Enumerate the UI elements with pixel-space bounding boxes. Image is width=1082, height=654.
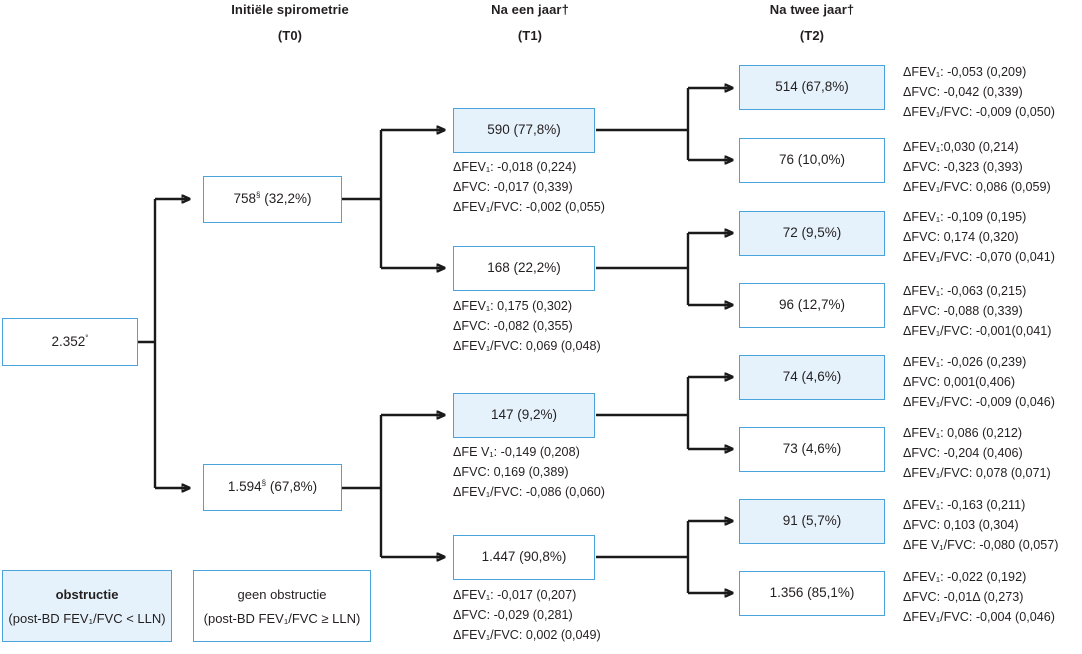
stats-line: ΔFEV₁: -0,053 (0,209)	[903, 65, 1027, 79]
stats-line: ΔFEV₁: -0,018 (0,224)	[453, 160, 577, 174]
stats-line: ΔFEV₁: -0,022 (0,192)	[903, 570, 1027, 584]
stats-t2-1: ΔFEV₁: -0,053 (0,209) ΔFVC: -0,042 (0,33…	[903, 63, 1055, 123]
stats-line: ΔFEV₁: -0,109 (0,195)	[903, 210, 1027, 224]
column-header-t1-sub: (T1)	[517, 28, 543, 43]
node-t2-2-label: 76 (10,0%)	[778, 152, 846, 168]
column-header-t0-title: Initiële spirometrie	[231, 2, 349, 17]
stats-line: ΔFEV₁/FVC: 0,086 (0,059)	[903, 179, 1051, 194]
node-t2-7-label: 91 (5,7%)	[782, 513, 842, 529]
stats-line: ΔFVC: 0,169 (0,389)	[453, 464, 569, 479]
node-t1-3[interactable]: 147 (9,2%)	[453, 393, 595, 438]
column-header-t1: Na een jaar† (T1)	[420, 2, 640, 43]
node-t2-3[interactable]: 72 (9,5%)	[739, 211, 885, 256]
stats-line: ΔFEV₁/FVC: -0,009 (0,050)	[903, 104, 1055, 119]
node-t1-4[interactable]: 1.447 (90,8%)	[453, 535, 595, 580]
stats-line: ΔFVC: -0,088 (0,339)	[903, 303, 1023, 318]
node-t2-3-label: 72 (9,5%)	[782, 225, 842, 241]
stats-t2-6: ΔFEV₁: 0,086 (0,212) ΔFVC: -0,204 (0,406…	[903, 424, 1051, 484]
stats-line: ΔFVC: -0,082 (0,355)	[453, 318, 573, 333]
stats-t2-8: ΔFEV₁: -0,022 (0,192) ΔFVC: -0,01Δ (0,27…	[903, 568, 1055, 628]
stats-line: ΔFEV₁/FVC: -0,070 (0,041)	[903, 249, 1055, 264]
node-t2-8[interactable]: 1.356 (85,1%)	[739, 571, 885, 616]
stats-line: ΔFEV₁/FVC: -0,004 (0,046)	[903, 609, 1055, 624]
stats-t2-3: ΔFEV₁: -0,109 (0,195) ΔFVC: 0,174 (0,320…	[903, 208, 1055, 268]
stats-line: ΔFEV₁: 0,175 (0,302)	[453, 299, 573, 313]
stats-line: ΔFEV₁/FVC: -0,001(0,041)	[903, 323, 1052, 338]
stats-line: ΔFEV₁/FVC: -0,002 (0,055)	[453, 199, 605, 214]
stats-line: ΔFEV₁: -0,063 (0,215)	[903, 284, 1027, 298]
stats-line: ΔFVC: -0,042 (0,339)	[903, 84, 1023, 99]
stats-line: ΔFEV₁: 0,086 (0,212)	[903, 426, 1023, 440]
node-t2-5-label: 74 (4,6%)	[782, 369, 842, 385]
node-t2-6[interactable]: 73 (4,6%)	[739, 427, 885, 472]
node-t2-7[interactable]: 91 (5,7%)	[739, 499, 885, 544]
stats-line: ΔFEV₁/FVC: -0,086 (0,060)	[453, 484, 605, 499]
legend-geen-obstructie-criterion: (post-BD FEV₁/FVC ≥ LLN)	[203, 610, 361, 626]
stats-t1-4: ΔFEV₁: -0,017 (0,207) ΔFVC: -0,029 (0,28…	[453, 586, 601, 646]
legend-geen-obstructie-title: geen obstructie	[237, 586, 327, 602]
node-t2-2[interactable]: 76 (10,0%)	[739, 138, 885, 183]
node-t2-1-label: 514 (67,8%)	[775, 79, 849, 95]
stats-line: ΔFEV₁/FVC: 0,002 (0,049)	[453, 627, 601, 642]
stats-line: ΔFEV₁/FVC: 0,069 (0,048)	[453, 338, 601, 353]
node-t0-geen-obstructie[interactable]: 1.594§ (67,8%)	[203, 464, 342, 511]
legend-obstructie-criterion: (post-BD FEV₁/FVC < LLN)	[8, 610, 166, 626]
legend-obstructie-title: obstructie	[55, 586, 119, 602]
column-header-t0-sub: (T0)	[277, 28, 303, 43]
stats-t2-7: ΔFEV₁: -0,163 (0,211) ΔFVC: 0,103 (0,304…	[903, 496, 1058, 556]
stats-line: ΔFVC: 0,103 (0,304)	[903, 517, 1019, 532]
stats-line: ΔFE V₁: -0,149 (0,208)	[453, 445, 580, 459]
stats-line: ΔFEV₁:0,030 (0,214)	[903, 140, 1019, 154]
node-root-label: 2.352°	[51, 333, 89, 349]
column-header-t0: Initiële spirometrie (T0)	[180, 2, 400, 43]
stats-line: ΔFE V₁/FVC: -0,080 (0,057)	[903, 537, 1059, 552]
node-t0-geen-obstructie-label: 1.594§ (67,8%)	[227, 478, 318, 495]
legend-obstructie: obstructie (post-BD FEV₁/FVC < LLN)	[2, 570, 172, 642]
column-header-t1-title: Na een jaar†	[491, 2, 569, 17]
stats-t1-2: ΔFEV₁: 0,175 (0,302) ΔFVC: -0,082 (0,355…	[453, 297, 601, 357]
node-t2-6-label: 73 (4,6%)	[782, 441, 842, 457]
node-t0-obstructie[interactable]: 758§ (32,2%)	[203, 176, 342, 223]
node-t2-4[interactable]: 96 (12,7%)	[739, 283, 885, 328]
stats-line: ΔFVC: 0,174 (0,320)	[903, 229, 1019, 244]
stats-line: ΔFVC: -0,204 (0,406)	[903, 445, 1023, 460]
node-t2-8-label: 1.356 (85,1%)	[769, 585, 855, 601]
node-t1-2-label: 168 (22,2%)	[487, 260, 561, 276]
stats-line: ΔFEV₁: -0,017 (0,207)	[453, 588, 577, 602]
stats-line: ΔFVC: -0,017 (0,339)	[453, 179, 573, 194]
node-t0-obstructie-label: 758§ (32,2%)	[233, 190, 312, 207]
stats-line: ΔFVC: -0,029 (0,281)	[453, 607, 573, 622]
node-t1-1-label: 590 (77,8%)	[487, 122, 561, 138]
node-t1-3-label: 147 (9,2%)	[490, 407, 558, 423]
node-t2-1[interactable]: 514 (67,8%)	[739, 65, 885, 110]
node-t2-5[interactable]: 74 (4,6%)	[739, 355, 885, 400]
stats-line: ΔFVC: 0,001(0,406)	[903, 374, 1016, 389]
node-t1-4-label: 1.447 (90,8%)	[481, 549, 567, 565]
stats-line: ΔFVC: -0,01Δ (0,273)	[903, 589, 1024, 604]
stats-line: ΔFVC: -0,323 (0,393)	[903, 159, 1023, 174]
stats-line: ΔFEV₁/FVC: 0,078 (0,071)	[903, 465, 1051, 480]
stats-line: ΔFEV₁: -0,026 (0,239)	[903, 355, 1027, 369]
node-t2-4-label: 96 (12,7%)	[778, 297, 846, 313]
stats-line: ΔFEV₁: -0,163 (0,211)	[903, 498, 1026, 512]
stats-t1-3: ΔFE V₁: -0,149 (0,208) ΔFVC: 0,169 (0,38…	[453, 443, 605, 503]
column-header-t2: Na twee jaar† (T2)	[702, 2, 922, 43]
node-t1-1[interactable]: 590 (77,8%)	[453, 108, 595, 153]
node-t1-2[interactable]: 168 (22,2%)	[453, 246, 595, 291]
legend-geen-obstructie: geen obstructie (post-BD FEV₁/FVC ≥ LLN)	[193, 570, 371, 642]
stats-line: ΔFEV₁/FVC: -0,009 (0,046)	[903, 394, 1055, 409]
stats-t2-2: ΔFEV₁:0,030 (0,214) ΔFVC: -0,323 (0,393)…	[903, 138, 1051, 198]
column-header-t2-title: Na twee jaar†	[769, 2, 855, 17]
stats-t2-5: ΔFEV₁: -0,026 (0,239) ΔFVC: 0,001(0,406)…	[903, 353, 1055, 413]
stats-t1-1: ΔFEV₁: -0,018 (0,224) ΔFVC: -0,017 (0,33…	[453, 158, 605, 218]
column-header-t2-sub: (T2)	[799, 28, 825, 43]
stats-t2-4: ΔFEV₁: -0,063 (0,215) ΔFVC: -0,088 (0,33…	[903, 282, 1051, 342]
node-root[interactable]: 2.352°	[2, 318, 138, 366]
